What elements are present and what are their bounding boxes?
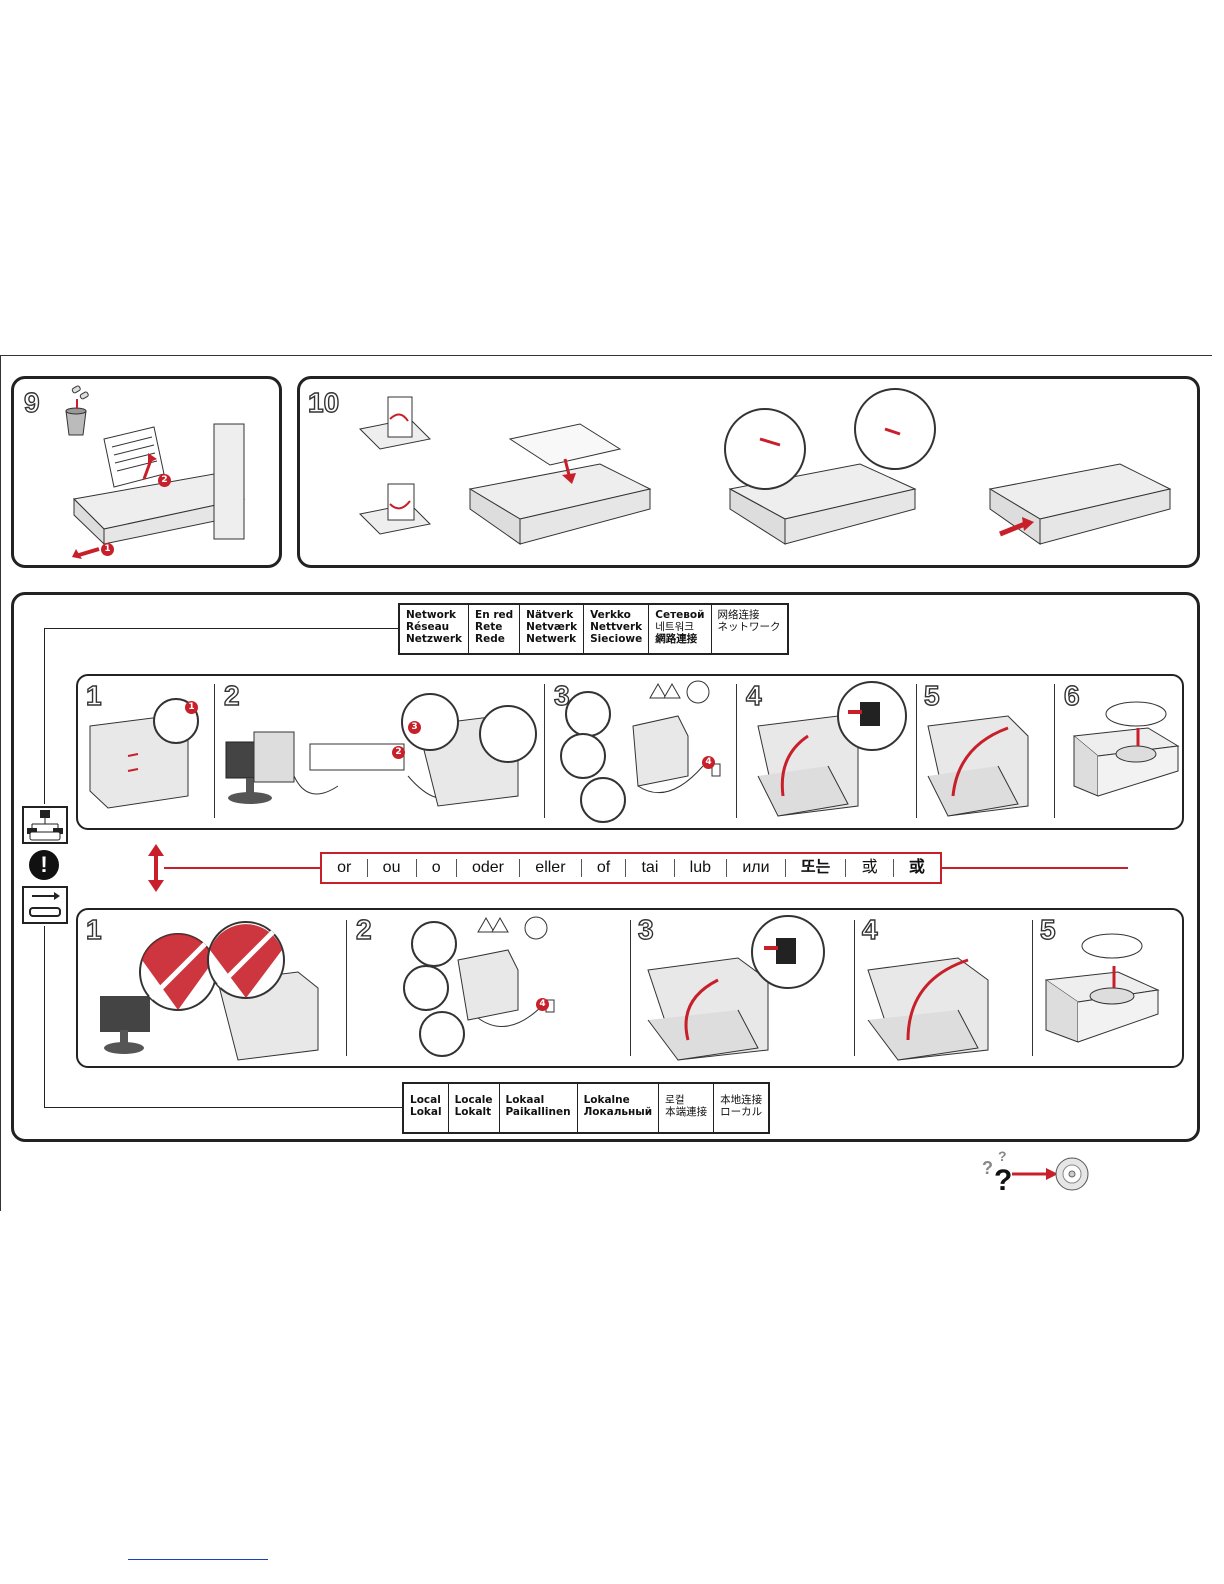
label-network-sv: Nätverk	[526, 609, 577, 621]
network-connection-icon	[22, 806, 68, 844]
help-to-cd-arrow	[1010, 1154, 1110, 1194]
label-local-nl: Lokaal	[506, 1094, 571, 1106]
label-network-en: Network	[406, 609, 462, 621]
or-zh-tw: 或	[894, 859, 940, 877]
label-local-pl: Lokalne	[584, 1094, 653, 1106]
local-label-col-1: Local Lokal	[404, 1084, 449, 1132]
label-network-no: Nettverk	[590, 621, 642, 633]
label-local-sv: Lokalt	[455, 1106, 493, 1118]
or-ru: или	[727, 859, 786, 877]
local-setup-illustrations	[78, 910, 1182, 1066]
question-mark-small-left: ?	[982, 1158, 993, 1179]
or-nl: of	[582, 859, 627, 877]
net-callout-1: 1	[185, 701, 198, 714]
net-callout-2: 2	[392, 746, 405, 759]
label-network-ko: 네트워크	[655, 621, 704, 633]
warning-icon	[650, 681, 709, 703]
usb-icon	[24, 888, 66, 922]
or-es: o	[417, 859, 457, 877]
step-9-panel: 9 1 2	[11, 376, 282, 568]
network-icon	[24, 808, 66, 842]
label-network-it: Rete	[475, 621, 513, 633]
network-label-col-3: Nätverk Netværk Netwerk	[520, 605, 584, 653]
network-rail-vertical	[44, 628, 45, 804]
page-divider-left	[0, 355, 1, 1211]
paper-stack-icon	[360, 397, 430, 534]
or-fi: tai	[626, 859, 674, 877]
tray-unpack-illustration	[14, 379, 279, 565]
or-ko: 또는	[786, 859, 847, 877]
network-label-col-5: Сетевой 네트워크 網路連接	[649, 605, 711, 653]
page-divider-top	[0, 355, 1212, 356]
label-network-da: Netværk	[526, 621, 577, 633]
callout-2: 2	[158, 474, 171, 487]
network-label-col-6: 网络连接 ネットワーク	[712, 605, 787, 653]
label-network-pl: Sieciowe	[590, 633, 642, 645]
label-network-ru: Сетевой	[655, 609, 704, 621]
label-network-pt: Rede	[475, 633, 513, 645]
paper-load-illustration	[300, 379, 1197, 565]
question-mark-small-top: ?	[998, 1148, 1007, 1164]
local-label-col-6: 本地连接 ローカル	[714, 1084, 768, 1132]
local-label-col-4: Lokalne Локальный	[578, 1084, 660, 1132]
cd-disc-icon	[1056, 1158, 1088, 1190]
network-label-box: Network Réseau Netzwerk En red Rete Rede…	[398, 603, 789, 655]
or-translation-bar: or ou o oder eller of tai lub или 또는 或 或	[320, 852, 942, 884]
local-rail-horizontal	[44, 1107, 404, 1108]
label-local-ja: ローカル	[720, 1106, 762, 1118]
local-label-col-2: Locale Lokalt	[449, 1084, 500, 1132]
local-rail-vertical	[44, 926, 45, 1108]
cd-icon	[1074, 702, 1178, 796]
label-network-fr: Réseau	[406, 621, 462, 633]
usb-connection-icon	[22, 886, 68, 924]
label-network-ja: ネットワーク	[718, 621, 781, 633]
network-setup-illustrations	[78, 676, 1182, 828]
local-callout-4: 4	[536, 998, 549, 1011]
updown-arrow-icon	[146, 840, 166, 896]
label-network-fi: Verkko	[590, 609, 642, 621]
network-label-col-4: Verkko Nettverk Sieciowe	[584, 605, 649, 653]
step-10-panel: 10	[297, 376, 1200, 568]
local-steps-panel: 1 2 3 4 5	[76, 908, 1184, 1068]
label-local-zh-cn: 本地连接	[720, 1094, 762, 1106]
net-callout-4: 4	[702, 756, 715, 769]
label-network-de: Netzwerk	[406, 633, 462, 645]
label-network-zh-cn: 网络连接	[718, 609, 781, 621]
label-network-zh-tw: 網路連接	[655, 633, 704, 645]
label-local-fr: Locale	[455, 1094, 493, 1106]
callout-1: 1	[101, 543, 114, 556]
local-label-box: Local Lokal Locale Lokalt Lokaal Paikall…	[402, 1082, 770, 1134]
network-label-col-1: Network Réseau Netzwerk	[400, 605, 469, 653]
net-callout-3: 3	[408, 721, 421, 734]
label-network-es: En red	[475, 609, 513, 621]
label-network-nl: Netwerk	[526, 633, 577, 645]
label-local-zh-tw: 本端連接	[665, 1106, 707, 1118]
label-local-ru: Локальный	[584, 1106, 653, 1118]
label-local-fi: Paikallinen	[506, 1106, 571, 1118]
network-rail-horizontal	[44, 628, 400, 629]
or-pl: lub	[675, 859, 728, 877]
important-icon: !	[29, 850, 59, 880]
footer-link-underline	[128, 1559, 268, 1560]
label-local-ko: 로컬	[665, 1094, 707, 1106]
label-local-de: Lokal	[410, 1106, 442, 1118]
or-zh-cn: 或	[846, 859, 893, 877]
local-label-col-5: 로컬 本端連接	[659, 1084, 714, 1132]
or-de: oder	[457, 859, 520, 877]
network-label-col-2: En red Rete Rede	[469, 605, 520, 653]
local-label-col-3: Lokaal Paikallinen	[500, 1084, 578, 1132]
label-local-en: Local	[410, 1094, 442, 1106]
network-steps-panel: 1 2 3 4 5 6	[76, 674, 1184, 830]
or-sv: eller	[520, 859, 582, 877]
or-fr: ou	[368, 859, 417, 877]
trash-icon	[66, 385, 89, 435]
or-en: or	[322, 859, 368, 877]
